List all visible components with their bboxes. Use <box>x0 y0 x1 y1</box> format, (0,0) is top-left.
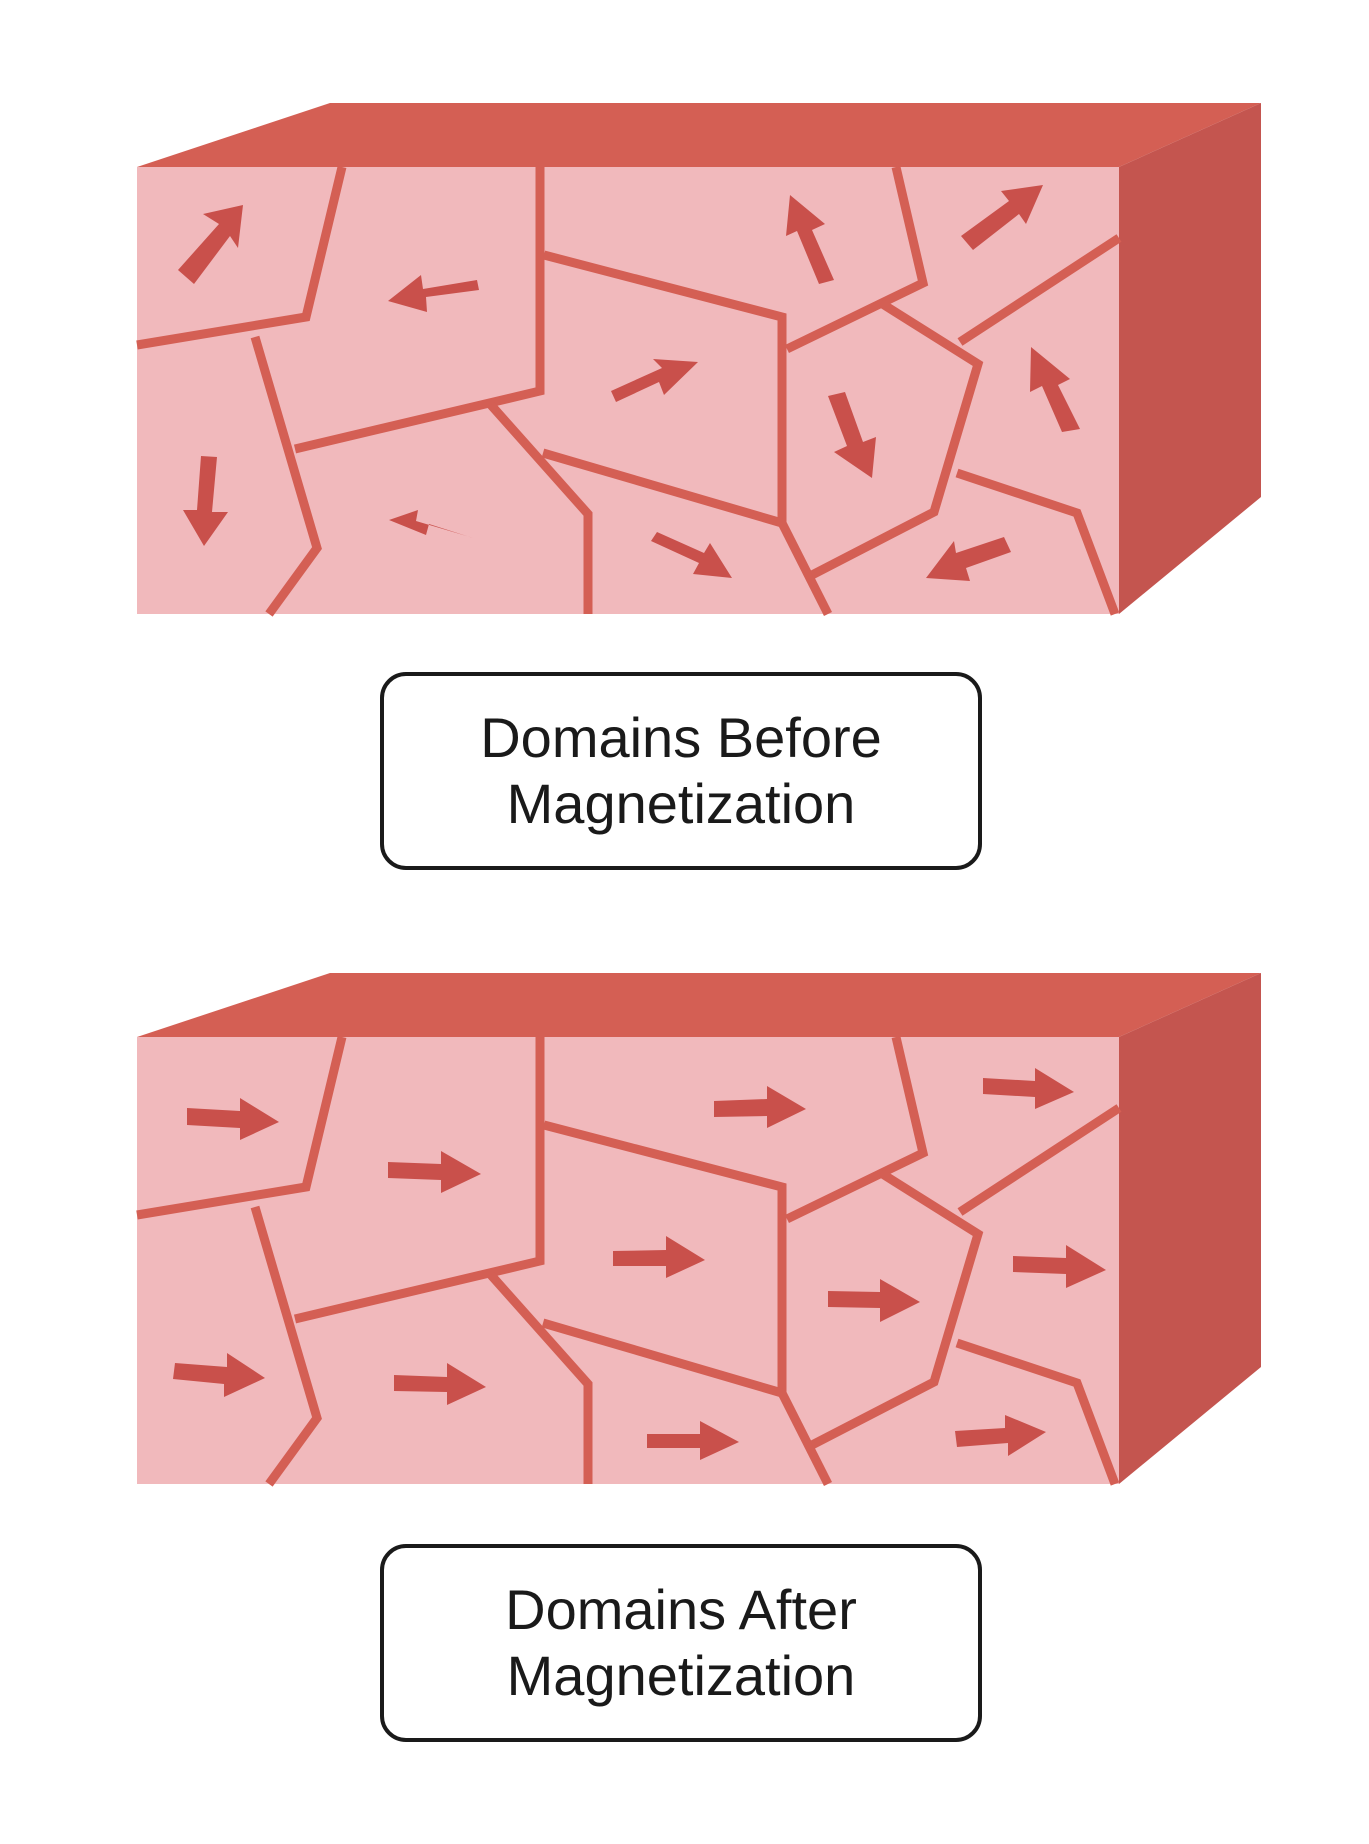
label-before-magnetization: Domains Before Magnetization <box>380 672 982 870</box>
arrow <box>388 1151 481 1193</box>
block-before <box>136 103 1261 617</box>
arrow <box>961 185 1043 250</box>
arrow <box>1013 1245 1106 1288</box>
block-top-face <box>137 103 1261 167</box>
arrow <box>926 537 1011 581</box>
block-side-face <box>1119 103 1261 614</box>
arrow <box>955 1415 1046 1456</box>
domain-boundaries <box>136 1035 1122 1487</box>
label-before-line1: Domains Before <box>480 706 882 769</box>
arrow <box>647 1421 739 1460</box>
domain-boundaries <box>136 165 1122 617</box>
label-before-line2: Magnetization <box>506 772 856 835</box>
block-side-face <box>1119 973 1261 1484</box>
arrow <box>786 195 834 284</box>
arrow <box>611 359 698 402</box>
domain-arrows-aligned <box>173 1068 1106 1460</box>
arrow <box>613 1236 705 1278</box>
arrow <box>187 1098 279 1140</box>
label-after-magnetization: Domains After Magnetization <box>380 1544 982 1742</box>
arrow <box>828 1279 920 1322</box>
arrow <box>714 1086 806 1128</box>
arrow <box>651 532 732 578</box>
arrow <box>173 1353 265 1397</box>
label-after-line1: Domains After <box>505 1578 857 1641</box>
arrow <box>389 510 473 538</box>
arrow <box>178 205 243 284</box>
arrow <box>828 392 876 478</box>
arrow <box>388 275 479 312</box>
label-after-line2: Magnetization <box>506 1644 856 1707</box>
arrow <box>1030 347 1080 432</box>
domain-arrows-random <box>178 185 1080 581</box>
arrow <box>983 1068 1074 1109</box>
block-after <box>136 973 1261 1487</box>
arrow <box>394 1363 486 1405</box>
block-top-face <box>137 973 1261 1037</box>
arrow <box>183 456 228 546</box>
